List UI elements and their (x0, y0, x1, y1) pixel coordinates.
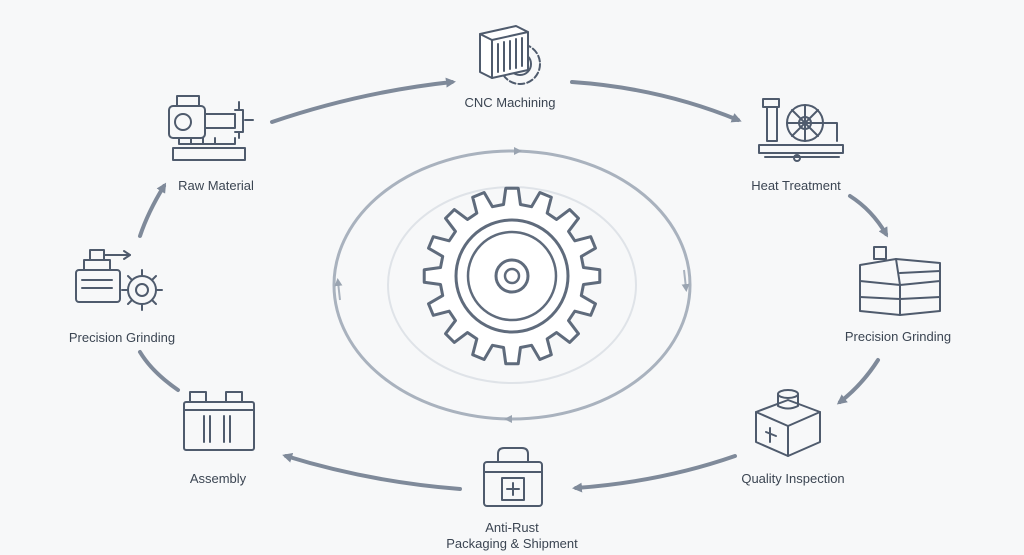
step-label-anti-rust-packaging: Anti-Rust Packaging & Shipment (446, 520, 578, 552)
boxes-icon (859, 246, 941, 316)
step-label-quality-inspection: Quality Inspection (741, 471, 845, 486)
arrow-packaging-to-assembly (282, 452, 462, 491)
arrow-assembly-to-grinding (138, 350, 180, 392)
inspection-box-icon (755, 389, 821, 457)
step-label-cnc-machining: CNC Machining (464, 95, 556, 110)
step-label-line-2: Packaging & Shipment (446, 536, 578, 551)
ring-arrow-left (334, 278, 343, 301)
step-label-raw-material: Raw Material (178, 178, 254, 193)
arrow-grinding-to-inspection (836, 358, 880, 405)
cycle-arrows (138, 77, 889, 493)
step-label-precision-grinding-right: Precision Grinding (844, 329, 952, 344)
arrow-inspection-to-packaging (572, 454, 737, 493)
cnc-machine-icon (479, 25, 541, 85)
step-label-assembly: Assembly (189, 471, 247, 486)
central-gear-icon (422, 186, 602, 366)
heat-treatment-furnace-icon (758, 98, 844, 162)
toolbox-icon (483, 447, 543, 507)
step-label-precision-grinding-left: Precision Grinding (68, 330, 176, 345)
step-label-line-1: Anti-Rust (485, 520, 539, 535)
battery-assembly-icon (183, 391, 255, 451)
step-label-heat-treatment: Heat Treatment (751, 178, 841, 193)
arrow-raw-to-cnc (270, 77, 456, 124)
arrow-cnc-to-heat (570, 80, 742, 123)
grinder-gear-icon (75, 249, 163, 311)
arrow-grinding-to-raw (138, 182, 167, 238)
raw-material-machine-icon (168, 95, 254, 161)
ring-arrow-right (681, 269, 690, 292)
arrow-heat-to-grinding (848, 194, 889, 238)
